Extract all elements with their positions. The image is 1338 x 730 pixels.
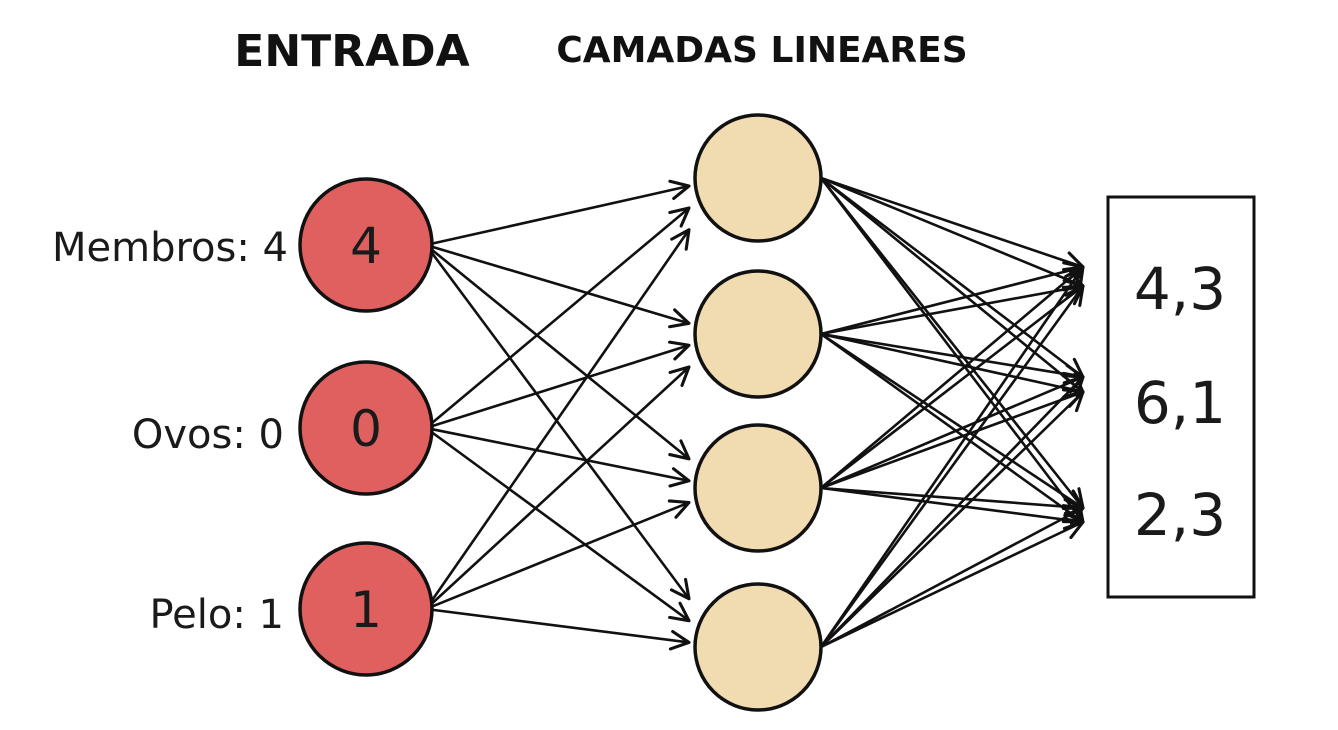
connection-arrow (819, 284, 1085, 490)
input-node-ovos (298, 360, 434, 496)
connection-arrow (430, 365, 691, 605)
connection-arrow (819, 261, 1085, 336)
connection-arrow (430, 179, 691, 245)
output-value-1: 4,3 (1134, 255, 1226, 323)
connection-arrow (819, 332, 1085, 510)
input-to-hidden-connections (430, 179, 691, 651)
connection-arrow (819, 374, 1085, 490)
output-value-3: 2,3 (1134, 481, 1226, 549)
connection-arrow (430, 427, 691, 488)
connection-arrow (819, 265, 1085, 490)
input-node-membros (298, 177, 434, 313)
connection-arrow (819, 332, 1085, 524)
connection-arrow (819, 176, 1085, 289)
connection-arrow (819, 332, 1085, 399)
connection-arrow (819, 176, 1085, 510)
connection-arrow (430, 499, 691, 608)
connection-arrow (430, 608, 691, 651)
connection-arrow (819, 486, 1085, 531)
connection-arrow (430, 251, 691, 601)
input-value-membros: 4 (350, 217, 382, 275)
connection-arrow (819, 284, 1085, 649)
hidden-node-1 (693, 113, 823, 243)
connection-arrow (819, 176, 1085, 272)
connection-arrow (819, 390, 1085, 649)
input-layer: Membros: 4 4 Ovos: 0 0 Pelo: 1 1 (52, 177, 434, 677)
hidden-layer-title: CAMADAS LINEARES (556, 30, 967, 71)
input-node-pelo (298, 541, 434, 677)
connection-arrow (819, 176, 1085, 394)
input-value-pelo: 1 (350, 581, 382, 639)
hidden-layer (693, 113, 823, 712)
connection-arrow (430, 228, 691, 602)
connection-arrow (430, 340, 691, 428)
output-value-2: 6,1 (1134, 369, 1226, 437)
connection-arrow (819, 265, 1085, 649)
input-label-membros: Membros: 4 (52, 225, 288, 271)
connection-arrow (819, 520, 1085, 649)
connection-arrow (819, 332, 1085, 385)
connection-arrow (430, 431, 691, 623)
hidden-to-output-connections (819, 176, 1085, 649)
input-layer-title: ENTRADA (234, 26, 469, 77)
input-value-ovos: 0 (350, 400, 382, 458)
connection-arrow (819, 176, 1085, 524)
hidden-node-2 (693, 269, 823, 399)
connection-arrow (819, 278, 1085, 336)
connection-arrow (819, 375, 1085, 649)
hidden-node-4 (693, 582, 823, 712)
connection-arrow (430, 248, 691, 461)
input-label-ovos: Ovos: 0 (132, 412, 284, 458)
connection-arrow (819, 506, 1085, 649)
hidden-node-3 (693, 423, 823, 553)
connection-arrow (819, 176, 1085, 379)
input-label-pelo: Pelo: 1 (149, 592, 284, 638)
output-layer: 4,3 6,1 2,3 (1106, 195, 1256, 599)
connection-arrow (430, 245, 691, 329)
connection-arrow (819, 388, 1085, 490)
connection-arrow (430, 206, 691, 425)
connection-arrow (819, 486, 1085, 517)
output-box (1106, 195, 1256, 599)
